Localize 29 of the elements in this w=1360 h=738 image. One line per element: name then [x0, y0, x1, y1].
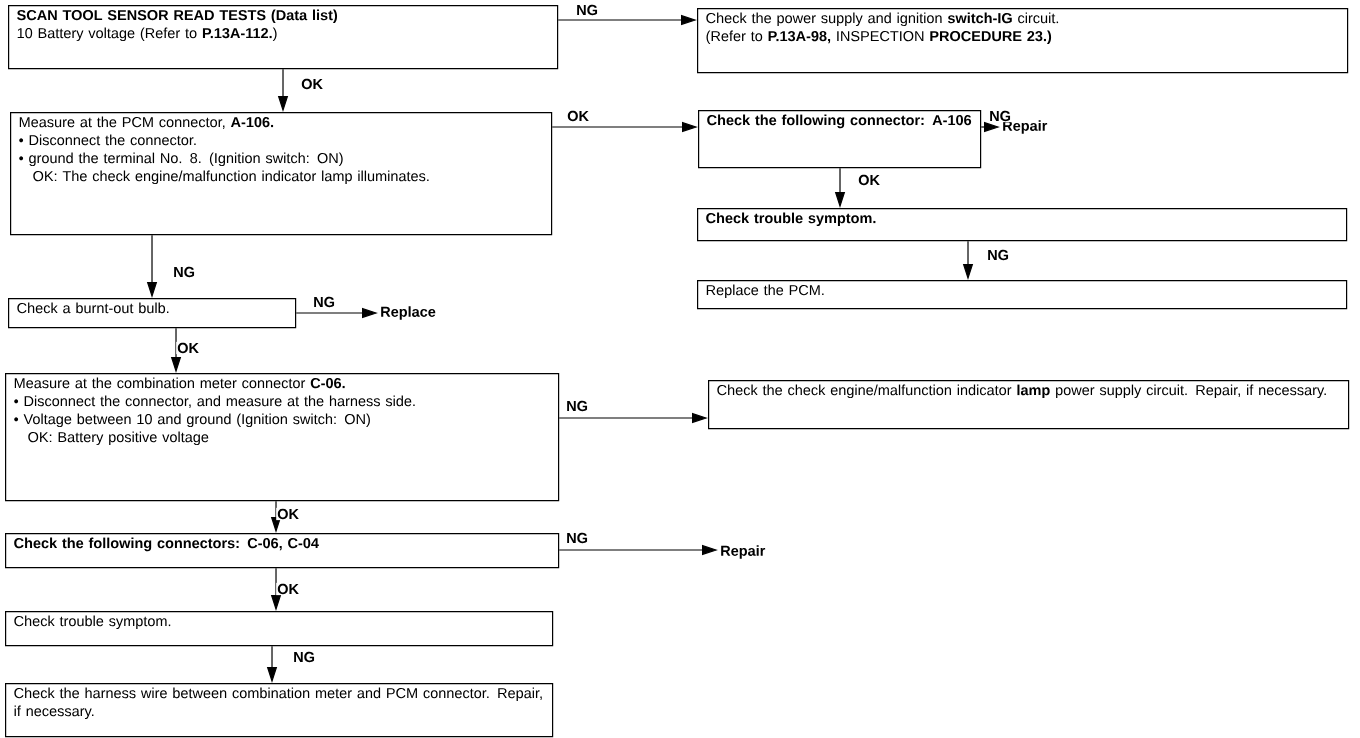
- edge-label: NG: [292, 650, 316, 664]
- process-box: Check the following connectors: C-06, C-04: [5, 533, 560, 569]
- process-box: Check the following connector: A-106: [698, 110, 982, 169]
- action-text: Replace: [381, 306, 436, 320]
- process-box: Measure at the combination meter connector C-06. • Disconnect the connector, and measure at the harness side. • Voltage between 10 and ground (Ignition switch: ON) OK: Battery positive voltage: [5, 373, 560, 502]
- edge-label: NG: [988, 109, 1012, 123]
- process-box: Check the check engine/malfunction indicator lamp power supply circuit. Repair, if necessary.: [708, 380, 1350, 430]
- process-box: Check trouble symptom.: [5, 611, 554, 647]
- process-box: Check the harness wire between combination meter and PCM connector. Repair, if necessary.: [5, 683, 554, 738]
- edge-label: OK: [276, 582, 300, 596]
- process-box: Check trouble symptom.: [697, 208, 1348, 242]
- edge-label: NG: [575, 3, 599, 17]
- action-text: Repair: [1003, 120, 1048, 134]
- process-box: Replace the PCM.: [697, 280, 1348, 310]
- process-box: Check a burnt-out bulb.: [8, 298, 297, 329]
- edge-label: OK: [300, 77, 324, 91]
- edge-label: OK: [176, 341, 200, 355]
- process-box: Measure at the PCM connector, A-106. • Disconnect the connector. • ground the terminal No. 8. (Ignition switch: ON) OK: The check engine/malfunction indicator lamp illuminates.: [10, 112, 553, 236]
- edge-label: NG: [565, 399, 589, 413]
- edge-label: OK: [566, 109, 590, 123]
- edge-label: NG: [565, 531, 589, 545]
- edge-label: NG: [172, 265, 196, 279]
- process-box: SCAN TOOL SENSOR READ TESTS (Data list) 10 Battery voltage (Refer to P.13A-112.): [8, 5, 559, 70]
- edge-label: NG: [986, 248, 1010, 262]
- edge-label: OK: [857, 173, 881, 187]
- edge-label: OK: [276, 507, 300, 521]
- action-text: Repair: [721, 545, 766, 559]
- process-box: Check the power supply and ignition switch-IG circuit. (Refer to P.13A-98, INSPECTION PROCEDURE 23.): [697, 8, 1349, 74]
- edge-label: NG: [312, 295, 336, 309]
